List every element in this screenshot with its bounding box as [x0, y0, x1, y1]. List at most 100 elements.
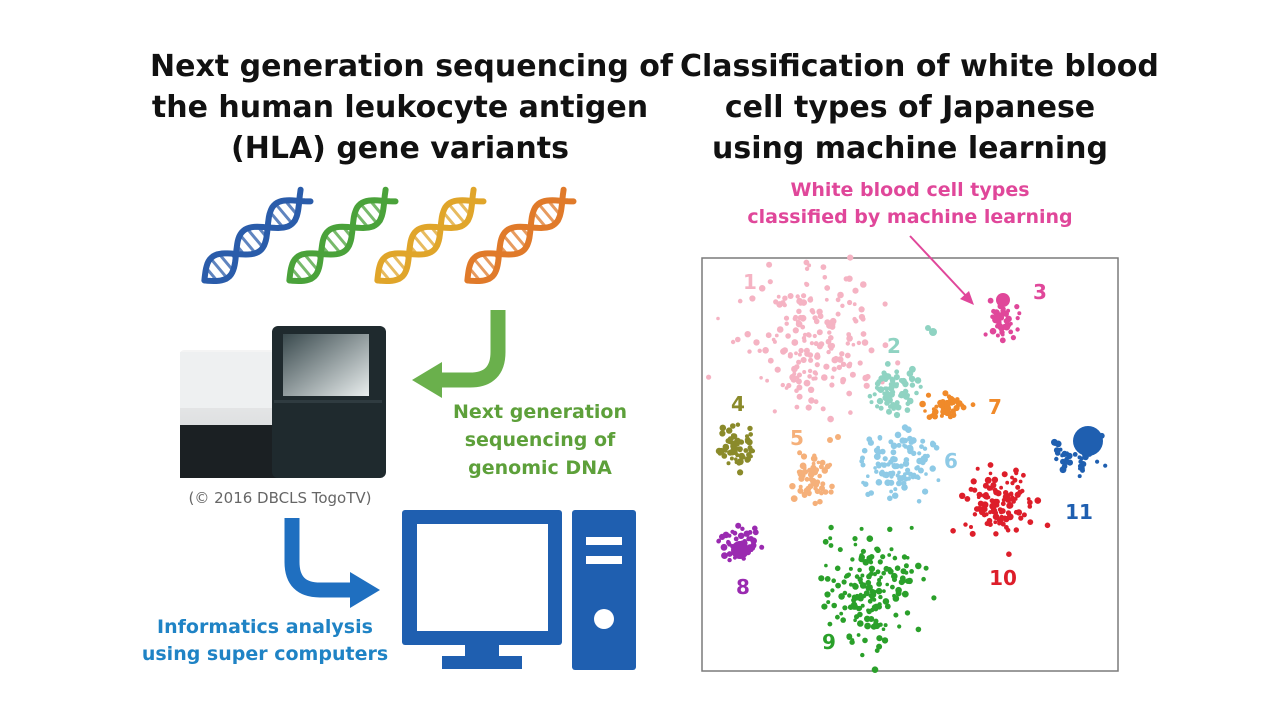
- left-title-line: (HLA) gene variants: [231, 131, 569, 166]
- scatter-point: [753, 339, 760, 346]
- scatter-point: [889, 391, 894, 396]
- scatter-point: [863, 382, 870, 389]
- scatter-point: [794, 388, 799, 394]
- scatter-point: [865, 584, 872, 592]
- cluster-label-11: 11: [1065, 500, 1093, 524]
- scatter-point: [835, 311, 841, 317]
- scatter-point: [909, 525, 914, 530]
- scatter-point: [748, 432, 753, 437]
- cluster-label-1: 1: [743, 270, 757, 294]
- scatter-point: [918, 384, 923, 389]
- scatter-point: [991, 476, 999, 483]
- scatter-point: [881, 570, 886, 576]
- scatter-point: [727, 557, 732, 563]
- scatter-point: [726, 551, 733, 557]
- scatter-point: [867, 439, 875, 446]
- scatter-point: [767, 279, 773, 285]
- scatter-point: [802, 332, 808, 337]
- dna-icon: [286, 186, 399, 284]
- scatter-point: [1021, 512, 1027, 518]
- scatter-point: [931, 595, 937, 601]
- scatter-point: [749, 295, 756, 302]
- scatter-point: [904, 570, 909, 575]
- scatter-point: [1078, 466, 1082, 471]
- scatter-point: [903, 476, 909, 482]
- scatter-point: [848, 566, 853, 571]
- blue-arrowhead: [350, 572, 380, 608]
- scatter-point: [984, 521, 990, 527]
- scatter-point: [1012, 477, 1018, 483]
- scatter-point: [800, 453, 808, 460]
- scatter-point: [746, 439, 753, 446]
- scatter-point: [803, 347, 810, 354]
- scatter-point: [901, 590, 909, 598]
- scatter-point: [811, 461, 816, 466]
- scatter-point: [846, 572, 851, 577]
- scatter-point: [1027, 504, 1033, 509]
- scatter-point: [883, 623, 888, 628]
- scatter-point: [780, 348, 787, 355]
- scatter-point: [828, 489, 834, 495]
- scatter-point: [901, 480, 907, 487]
- scatter-point: [854, 574, 860, 579]
- scatter-point: [876, 635, 883, 642]
- scatter-point: [872, 392, 877, 397]
- scatter-point: [830, 375, 835, 380]
- scatter-point: [923, 409, 927, 413]
- scatter-point: [821, 374, 828, 381]
- scatter-point: [796, 359, 802, 365]
- scatter-point: [819, 459, 826, 466]
- scatter-point: [1061, 463, 1068, 470]
- scatter-point: [790, 376, 797, 383]
- scatter-point: [873, 466, 877, 470]
- scatter-point: [874, 546, 880, 552]
- scatter-point: [809, 308, 815, 314]
- scatter-clusters: [706, 254, 1108, 673]
- informatics-label-line: Informatics analysis: [157, 616, 373, 638]
- cluster-label-5: 5: [790, 426, 804, 450]
- scatter-point: [852, 536, 858, 542]
- scatter-point: [835, 434, 841, 440]
- scatter-point: [914, 390, 919, 396]
- scatter-point: [824, 576, 831, 582]
- scatter-point: [807, 374, 812, 379]
- scatter-point: [722, 443, 730, 451]
- scatter-point: [802, 469, 809, 475]
- scatter-point: [807, 352, 814, 358]
- scatter-point: [997, 521, 1002, 526]
- scatter-point: [972, 512, 978, 517]
- scatter-point: [1001, 471, 1008, 478]
- scatter-point: [868, 616, 875, 622]
- scatter-point: [817, 498, 823, 505]
- scatter-point: [826, 349, 831, 355]
- scatter-point: [765, 332, 772, 339]
- scatter-point: [743, 448, 749, 453]
- scatter-point: [855, 593, 860, 598]
- cluster-label-4: 4: [731, 392, 745, 416]
- scatter-point: [831, 366, 837, 372]
- scatter-point: [964, 496, 971, 502]
- scatter-point: [1014, 491, 1021, 498]
- scatter-point: [950, 412, 957, 418]
- scatter-point: [776, 326, 784, 333]
- scatter-point: [734, 457, 738, 462]
- scatter-point: [931, 407, 936, 411]
- scatter-point: [809, 474, 814, 479]
- scatter-point: [819, 490, 824, 496]
- scatter-point: [864, 622, 871, 630]
- scatter-point: [747, 425, 753, 432]
- scatter-point: [730, 423, 736, 429]
- cluster-label-2: 2: [887, 334, 901, 358]
- scatter-point: [789, 483, 796, 490]
- scatter-point: [874, 648, 880, 653]
- scatter-point: [906, 397, 914, 405]
- scatter-point: [820, 406, 826, 412]
- scatter-point: [867, 598, 873, 604]
- scatter-point: [1013, 527, 1019, 533]
- scatter-point: [905, 393, 911, 398]
- cluster-4: [715, 422, 756, 476]
- scatter-point: [929, 328, 937, 336]
- scatter-point: [880, 554, 886, 560]
- scatter-point: [828, 536, 833, 541]
- scatter-point: [745, 434, 749, 439]
